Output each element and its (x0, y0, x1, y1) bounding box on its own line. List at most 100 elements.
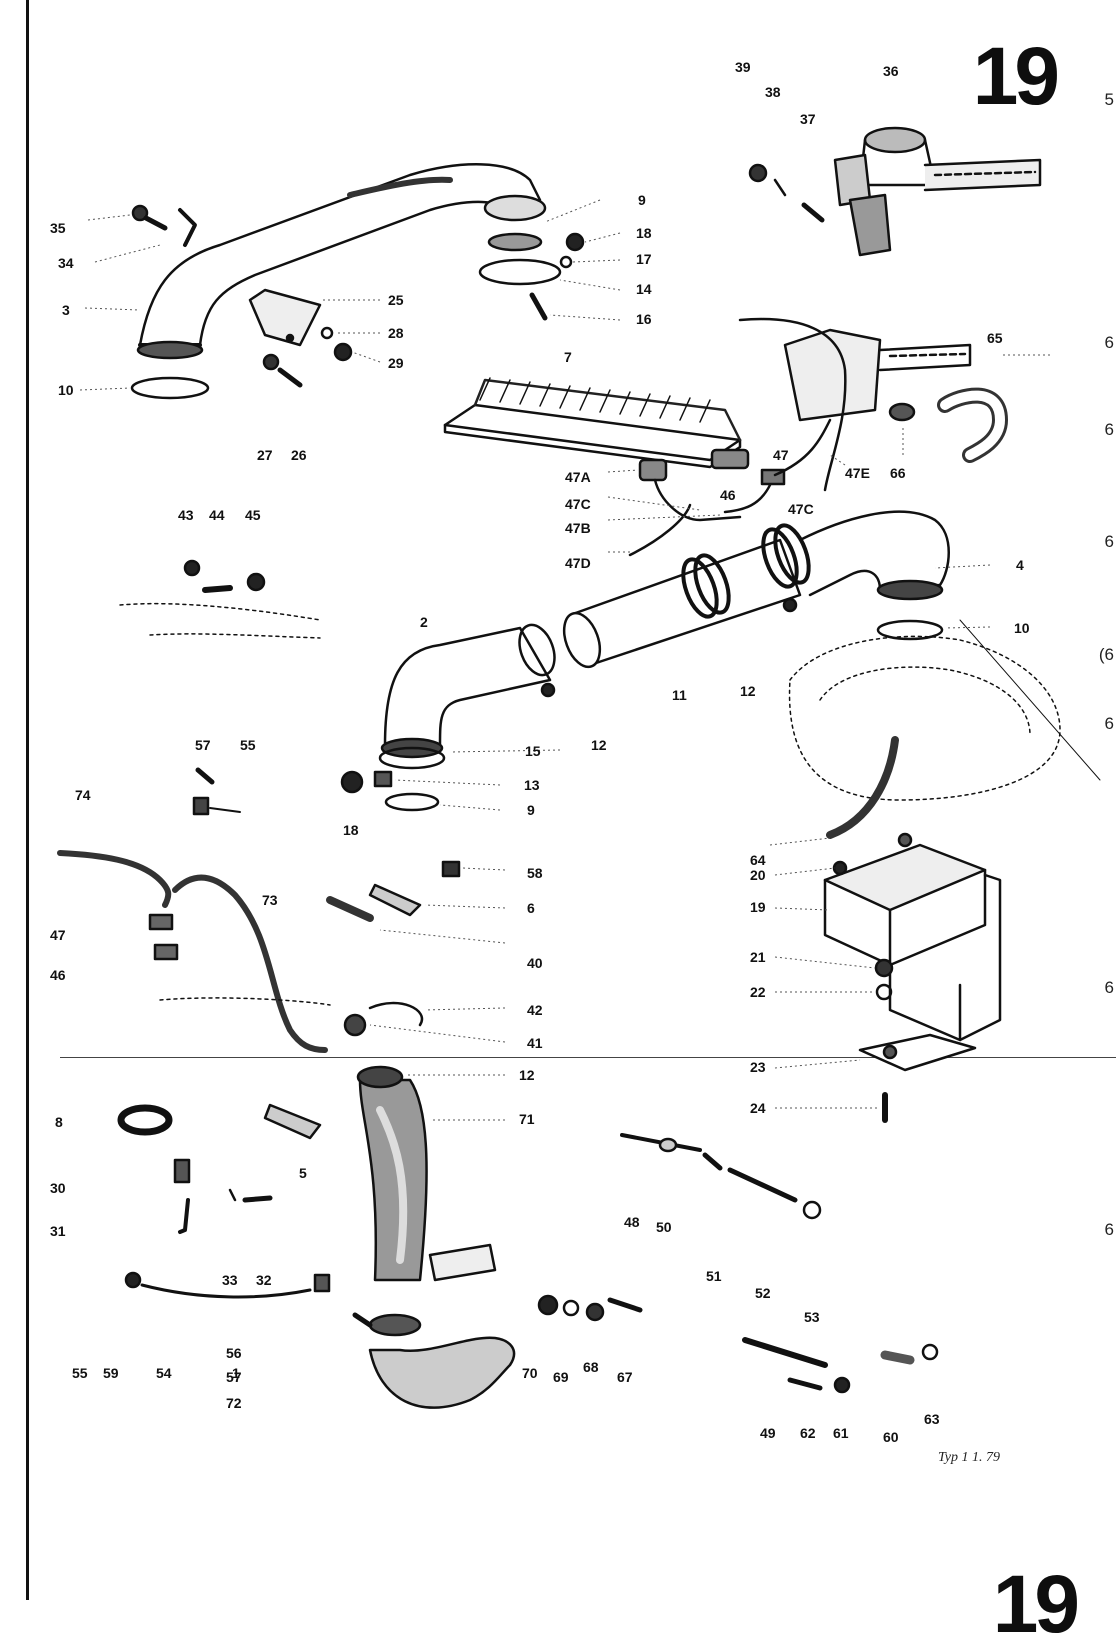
label-18b: 18 (343, 822, 359, 838)
bracket-72 (428, 1243, 497, 1282)
label-35: 35 (50, 220, 66, 236)
pin-55 (209, 807, 241, 813)
label-8: 8 (55, 1114, 63, 1130)
label-24: 24 (750, 1100, 766, 1116)
label-47D: 47D (565, 555, 591, 571)
label-55b: 55 (72, 1365, 88, 1381)
page-edge-rule (26, 0, 29, 1600)
clamp-13 (373, 770, 393, 788)
label-53: 53 (804, 1309, 820, 1325)
label-25: 25 (388, 292, 404, 308)
nut-21 (874, 958, 894, 978)
plate-23 (858, 1033, 977, 1072)
bracket-25-28 (248, 288, 322, 347)
label-47C: 47C (565, 496, 591, 512)
nut-58 (441, 860, 461, 878)
label-44: 44 (209, 507, 225, 523)
label-52: 52 (755, 1285, 771, 1301)
screw-57b (352, 1312, 373, 1328)
duct-2 (380, 623, 556, 759)
label-47E: 47E (845, 465, 870, 481)
parts-diagram: 1 2 3 4 5 6 7 8 9 9 10 10 11 12 12 12 13… (50, 59, 1101, 1445)
heat-exchanger-7 (443, 377, 742, 469)
label-72: 72 (226, 1395, 242, 1411)
label-69: 69 (553, 1369, 569, 1385)
wire-47E (773, 418, 832, 477)
label-3: 3 (62, 302, 70, 318)
label-7: 7 (564, 349, 572, 365)
nut-18b (340, 770, 364, 794)
part-labels: 1 2 3 4 5 6 7 8 9 9 10 10 11 12 12 12 13… (50, 59, 1030, 1445)
clamp-59 (124, 1271, 142, 1289)
duct-4 (798, 510, 950, 601)
label-43: 43 (178, 507, 194, 523)
label-6: 6 (527, 900, 535, 916)
label-33: 33 (222, 1272, 238, 1288)
part-40 (326, 896, 374, 922)
cable-54 (140, 1283, 312, 1299)
label-10: 10 (58, 382, 74, 398)
gasket-10 (130, 376, 210, 400)
label-58: 58 (527, 865, 543, 881)
divider-rule (60, 1057, 1116, 1058)
duct-71 (356, 1065, 428, 1282)
label-47b: 47 (50, 927, 66, 943)
heater-valve-36 (833, 126, 1042, 257)
label-30: 30 (50, 1180, 66, 1196)
label-70: 70 (522, 1365, 538, 1381)
label-26: 26 (291, 447, 307, 463)
label-47C-2: 47C (788, 501, 814, 517)
figure-number: 19 (972, 31, 1060, 122)
label-73: 73 (262, 892, 278, 908)
label-56: 56 (226, 1345, 242, 1361)
leader-line (959, 619, 1101, 781)
label-47B: 47B (565, 520, 591, 536)
washer-28 (320, 326, 334, 340)
nut-43 (183, 559, 201, 577)
label-9b: 9 (527, 802, 535, 818)
edge-number: (6 (1098, 645, 1114, 664)
label-59: 59 (103, 1365, 119, 1381)
label-12b: 12 (591, 737, 607, 753)
label-2: 2 (420, 614, 428, 630)
label-29: 29 (388, 355, 404, 371)
bolt-67 (607, 1297, 643, 1313)
label-9: 9 (638, 192, 646, 208)
dotted-frame (119, 602, 321, 621)
label-46b: 46 (50, 967, 66, 983)
washer-22 (875, 983, 893, 1001)
label-47A: 47A (565, 469, 591, 485)
gasket-9 (487, 232, 543, 252)
leader-lines (79, 199, 1050, 1121)
screw-20 (832, 860, 848, 876)
nut-18 (565, 232, 585, 252)
label-74: 74 (75, 787, 91, 803)
clamp-12b (782, 597, 798, 613)
label-21: 21 (750, 949, 766, 965)
label-41: 41 (527, 1035, 543, 1051)
clip-31 (178, 1198, 190, 1234)
label-65: 65 (987, 330, 1003, 346)
label-12: 12 (740, 683, 756, 699)
spring-38 (773, 178, 787, 197)
clamp-12 (540, 682, 556, 698)
nut-61 (833, 1376, 851, 1394)
label-50: 50 (656, 1219, 672, 1235)
rod-52 (727, 1167, 798, 1203)
clip-66 (888, 402, 916, 422)
label-55: 55 (240, 737, 256, 753)
washer-69 (562, 1299, 580, 1317)
bolt-26 (277, 367, 303, 388)
label-47: 47 (773, 447, 789, 463)
edge-number: 6 (1104, 978, 1114, 997)
nut-68 (585, 1302, 605, 1322)
label-32: 32 (256, 1272, 272, 1288)
label-20: 20 (750, 867, 766, 883)
edge-number: 6 (1104, 333, 1114, 352)
spring-51 (702, 1152, 723, 1171)
nut-39 (748, 163, 768, 183)
wire-47D (628, 503, 692, 557)
cap-53 (802, 1200, 822, 1220)
label-12c: 12 (519, 1067, 535, 1083)
label-46: 46 (720, 487, 736, 503)
